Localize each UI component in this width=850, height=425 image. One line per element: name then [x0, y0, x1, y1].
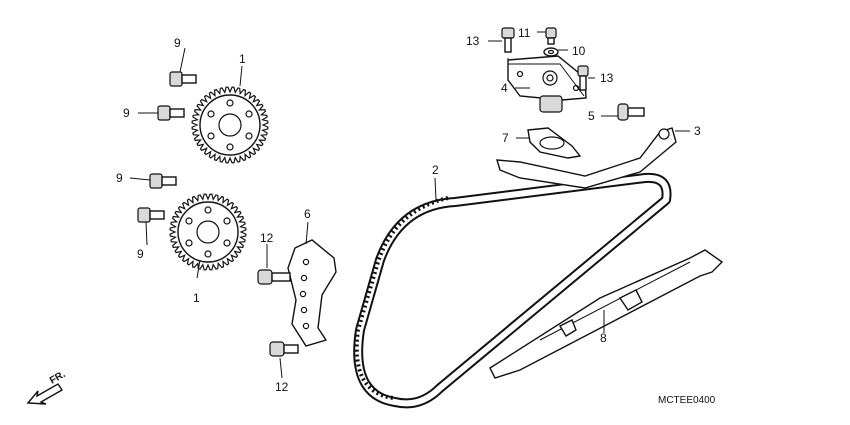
bolt-9-c: [149, 173, 177, 189]
callout-9-d: 9: [137, 247, 144, 261]
callout-4: 4: [501, 81, 508, 95]
bolt-13-b: [577, 65, 589, 91]
chain-guide-8: [489, 249, 724, 379]
callout-12-b: 12: [275, 380, 289, 394]
bolt-9-b: [157, 105, 185, 121]
chain-guide-6: [287, 239, 337, 347]
callout-11: 11: [518, 26, 531, 40]
callout-12-a: 12: [260, 231, 274, 245]
bolt-12-b: [269, 341, 299, 357]
callout-9-a: 9: [174, 36, 181, 50]
diagram-code: MCTEE0400: [658, 395, 716, 406]
tensioner-arm: [496, 127, 677, 189]
callout-5: 5: [588, 109, 595, 123]
callout-1-lower: 1: [193, 291, 200, 305]
callout-7: 7: [502, 131, 509, 145]
callout-9-c: 9: [116, 171, 123, 185]
callout-9-b: 9: [123, 106, 130, 120]
washer-10: [543, 47, 559, 57]
gasket: [527, 127, 582, 159]
arrow-icon: [26, 383, 63, 405]
cam-chain: [353, 172, 672, 409]
leader-lines: [129, 31, 690, 379]
pivot-bolt-5: [617, 103, 645, 121]
bolt-12-a: [257, 269, 291, 285]
bolt-11: [545, 27, 557, 45]
callout-3: 3: [694, 124, 701, 138]
callouts: 1 1 2 3 4 5 6 7 8 9 9 9 9 10 11 12 12 13…: [116, 26, 701, 394]
callout-8: 8: [600, 331, 607, 345]
cam-sprocket-upper: [191, 86, 269, 164]
callout-13-b: 13: [600, 71, 614, 85]
callout-6: 6: [304, 207, 311, 221]
callout-2: 2: [432, 163, 439, 177]
direction-label: FR.: [48, 369, 68, 387]
bolt-9-d: [137, 207, 165, 223]
bolt-9-a: [169, 71, 197, 87]
tensioner-lifter: [507, 55, 587, 113]
bolt-13-a: [501, 27, 515, 53]
callout-13-a: 13: [466, 34, 480, 48]
callout-1-upper: 1: [239, 52, 246, 66]
cam-sprocket-lower: [169, 193, 247, 271]
callout-10: 10: [572, 44, 586, 58]
front-direction-arrow: FR.: [26, 369, 68, 405]
